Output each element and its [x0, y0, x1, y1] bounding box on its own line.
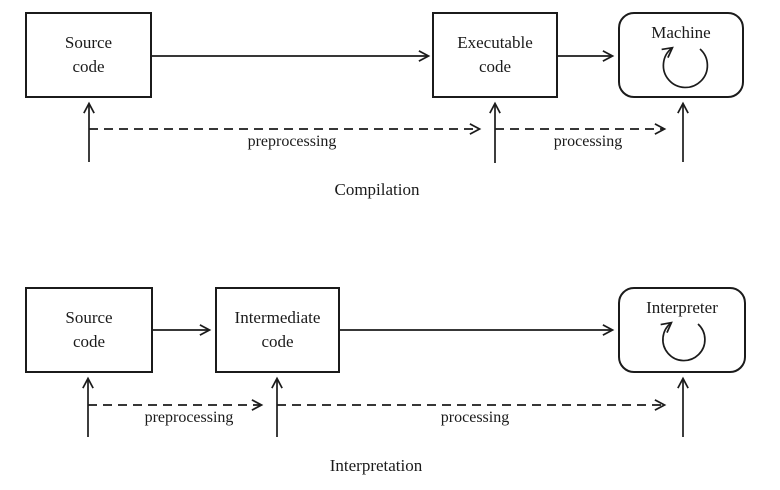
interpretation-preprocessing-label: preprocessing — [144, 409, 234, 426]
interpretation-intermediate-code-box: Intermediate code — [215, 287, 340, 373]
box-label-line: code — [72, 57, 105, 76]
box-label-line: code — [261, 332, 294, 351]
compilation-title: Compilation — [334, 180, 420, 199]
compilation-source-code-box: Source code — [25, 12, 152, 98]
box-label-line: code — [72, 332, 106, 351]
box-label-line: code — [478, 57, 512, 76]
box-label-line: Intermediate — [234, 308, 321, 327]
box-label-line: Interpreter — [646, 298, 718, 317]
box-label-line: Source — [64, 33, 113, 52]
box-label-line: Source — [65, 308, 113, 327]
interpretation-interpreter-box: Interpreter — [618, 287, 746, 373]
compilation-processing-label: processing — [553, 133, 623, 150]
interpretation-source-code-box: Source code — [25, 287, 153, 373]
interpretation-processing-label: processing — [440, 409, 510, 426]
interpretation-title: Interpretation — [329, 456, 423, 475]
box-label-line: Executable — [457, 33, 533, 52]
compilation-machine-box: Machine — [618, 12, 744, 98]
compilation-preprocessing-label: preprocessing — [247, 133, 337, 150]
compilation-executable-code-box: Executable code — [432, 12, 558, 98]
box-label-line: Machine — [651, 23, 711, 42]
